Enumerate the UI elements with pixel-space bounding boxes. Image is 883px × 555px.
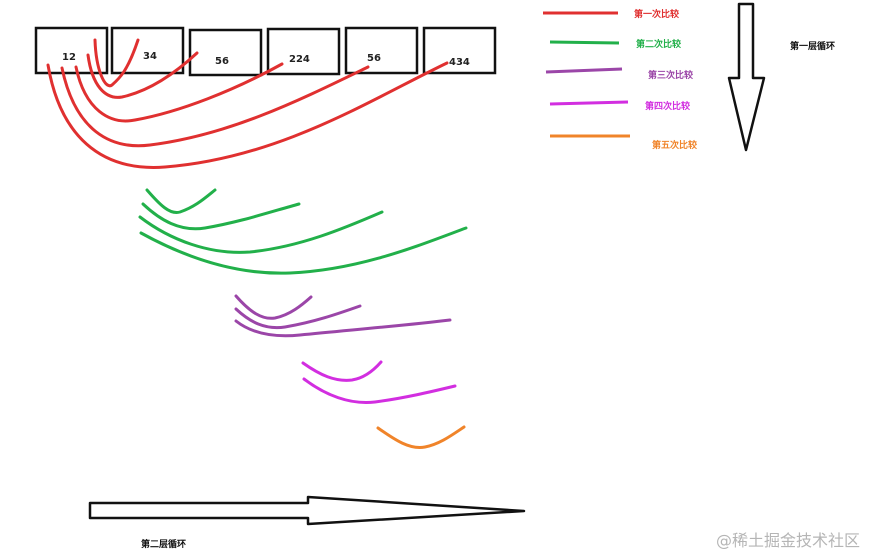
arc-round4-compare-1 <box>301 360 383 382</box>
inner-loop-label: 第二层循环 <box>141 538 186 550</box>
arc-round1-compare-5 <box>46 61 449 169</box>
legend-swatch-4 <box>549 100 629 106</box>
array-value-4: 224 <box>289 54 310 65</box>
array-cell-5 <box>344 26 419 75</box>
legend: 第一次比较 第二次比较 第三次比较 第四次比较 第五次比较 <box>543 8 697 151</box>
arc-round4-compare-2 <box>302 377 457 405</box>
array-value-2: 34 <box>143 51 157 62</box>
array-cell-4 <box>266 27 341 76</box>
array-value-1: 12 <box>62 52 76 63</box>
right-arrow-icon <box>88 495 526 526</box>
outer-loop-label: 第一层循环 <box>790 40 835 52</box>
watermark: @稀土掘金技术社区 <box>716 531 861 550</box>
arc-round1-compare-3 <box>74 62 284 123</box>
legend-swatch-3 <box>545 67 623 74</box>
comparison-arcs-round-1 <box>46 38 449 169</box>
comparison-arcs-round-5 <box>376 425 466 450</box>
comparison-arcs-round-4 <box>301 360 457 405</box>
outer-loop: 第一层循环 <box>727 2 835 152</box>
arc-round2-compare-1 <box>145 188 217 215</box>
legend-item-4: 第四次比较 <box>549 100 690 112</box>
array-cell-2 <box>110 26 185 75</box>
comparison-arcs-round-3 <box>234 294 452 338</box>
arc-round2-compare-3 <box>138 210 384 254</box>
array-value-6: 434 <box>449 57 470 68</box>
legend-item-1: 第一次比较 <box>543 8 679 20</box>
arc-round3-compare-3 <box>234 318 452 338</box>
inner-loop: 第二层循环 <box>88 495 526 550</box>
arc-round3-compare-1 <box>234 294 313 320</box>
arc-round1-compare-2 <box>86 51 199 99</box>
legend-label-2: 第二次比较 <box>636 38 681 50</box>
legend-label-1: 第一次比较 <box>634 8 679 20</box>
legend-item-5: 第五次比较 <box>550 134 697 151</box>
array-cell-3 <box>188 28 263 77</box>
legend-label-4: 第四次比较 <box>645 100 690 112</box>
arc-round3-compare-2 <box>234 304 362 330</box>
down-arrow-icon <box>727 2 766 152</box>
legend-item-2: 第二次比较 <box>549 38 681 50</box>
array-value-5: 56 <box>367 53 381 64</box>
arc-round2-compare-4 <box>139 226 468 275</box>
arc-round5-compare-1 <box>376 425 466 450</box>
comparison-arcs-round-2 <box>138 188 468 275</box>
legend-item-3: 第三次比较 <box>545 67 693 81</box>
legend-label-5: 第五次比较 <box>652 139 697 151</box>
array-row <box>34 26 497 77</box>
arc-round1-compare-4 <box>60 65 370 148</box>
arc-round1-compare-1 <box>93 38 140 88</box>
array-cell-6 <box>422 26 497 75</box>
array-value-3: 56 <box>215 56 229 67</box>
arc-round2-compare-2 <box>141 202 301 231</box>
legend-swatch-2 <box>549 40 620 45</box>
legend-label-3: 第三次比较 <box>648 69 693 81</box>
